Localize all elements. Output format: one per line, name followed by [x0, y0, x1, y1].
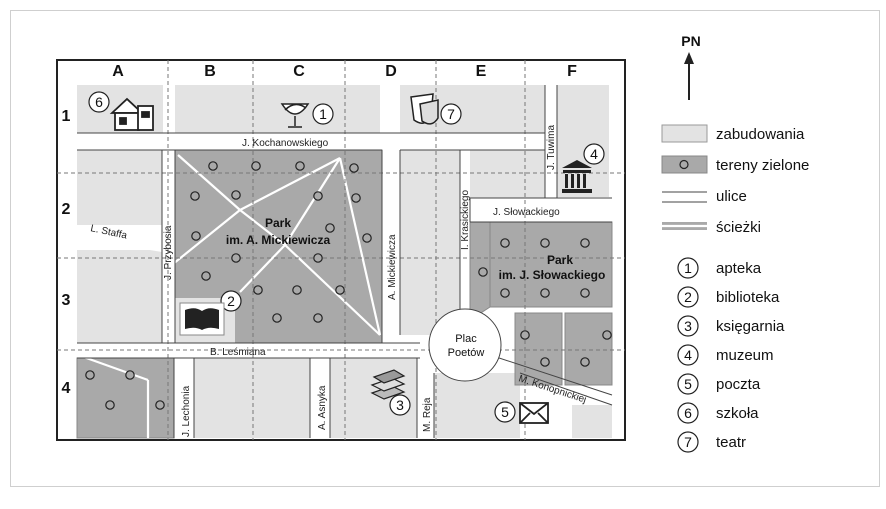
svg-text:5: 5 — [501, 404, 509, 420]
street-tuwima: J. Tuwima — [546, 125, 557, 170]
legend-tree-icon — [679, 159, 689, 170]
svg-text:6: 6 — [684, 405, 692, 421]
legend-street-label: ulice — [716, 188, 747, 205]
legend-street-swatch — [662, 191, 707, 203]
book-icon — [179, 302, 225, 336]
legend-place-1: 1 apteka — [677, 257, 762, 279]
street-mickiewicza: A. Mickiewicza — [387, 234, 398, 300]
svg-text:4: 4 — [590, 146, 598, 162]
svg-text:szkoła: szkoła — [716, 405, 759, 422]
park-slowackiego-name-2: im. J. Słowackiego — [499, 268, 606, 282]
marker-apteka: 1 — [312, 103, 334, 125]
marker-szkola: 6 — [88, 91, 110, 113]
col-label-d: D — [385, 63, 397, 80]
square-name-1: Plac — [455, 333, 477, 345]
svg-text:6: 6 — [95, 94, 103, 110]
legend-place-5: 5 poczta — [677, 373, 761, 395]
city-map: A B C D E F 1 2 3 4 J. Kochanowskiego L.… — [56, 59, 626, 441]
svg-text:7: 7 — [684, 434, 692, 450]
col-label-a: A — [112, 63, 124, 80]
svg-text:1: 1 — [319, 106, 327, 122]
svg-text:poczta: poczta — [716, 376, 761, 393]
street-asnyka: A. Asnyka — [317, 385, 328, 430]
park-mickiewicza-name-2: im. A. Mickiewicza — [226, 233, 331, 247]
row-label-1: 1 — [62, 108, 71, 125]
street-przybosia: J. Przybosia — [163, 225, 174, 280]
street-slowackiego: J. Słowackiego — [493, 207, 560, 218]
legend: zabudowania tereny zielone ulice ścieżki… — [661, 124, 809, 453]
legend-place-2: 2 biblioteka — [677, 286, 780, 308]
street-lesmiana: B. Leśmiana — [210, 347, 266, 358]
legend-path-swatch — [662, 222, 707, 230]
legend-path-label: ścieżki — [716, 219, 761, 236]
svg-text:muzeum: muzeum — [716, 347, 774, 364]
school-icon — [109, 97, 154, 131]
svg-text:4: 4 — [684, 347, 692, 363]
street-edges — [77, 85, 613, 438]
svg-text:7: 7 — [447, 106, 455, 122]
park-slowackiego-name-1: Park — [547, 253, 573, 267]
legend-place-4: 4 muzeum — [677, 344, 774, 366]
plac-poetow — [428, 308, 502, 382]
svg-text:teatr: teatr — [716, 434, 746, 451]
legend-green-label: tereny zielone — [716, 157, 809, 174]
north-arrow-head-icon — [684, 52, 694, 64]
park-slowackiego — [489, 221, 613, 308]
svg-text:1: 1 — [684, 260, 692, 276]
museum-icon — [562, 160, 592, 193]
svg-text:3: 3 — [684, 318, 692, 334]
svg-text:biblioteka: biblioteka — [716, 289, 780, 306]
legend-place-7: 7 teatr — [677, 431, 746, 453]
svg-text:apteka: apteka — [716, 260, 762, 277]
books-stack-icon — [370, 369, 406, 400]
marker-muzeum: 4 — [583, 143, 605, 165]
marker-poczta: 5 — [494, 401, 516, 423]
north-label: PN — [681, 33, 700, 49]
col-label-e: E — [476, 63, 487, 80]
col-label-c: C — [293, 63, 305, 80]
street-lechonia: J. Lechonia — [181, 385, 192, 437]
svg-text:3: 3 — [396, 397, 404, 413]
col-label-b: B — [204, 63, 216, 80]
marker-teatr: 7 — [440, 103, 462, 125]
square-name-2: Poetów — [448, 347, 485, 359]
col-label-f: F — [567, 63, 577, 80]
legend-place-3: 3 księgarnia — [677, 315, 785, 337]
svg-text:2: 2 — [227, 293, 235, 309]
pharmacy-icon — [280, 103, 310, 128]
street-kochanowskiego: J. Kochanowskiego — [242, 138, 329, 149]
grid-lines — [57, 60, 625, 440]
row-label-3: 3 — [62, 292, 71, 309]
theatre-masks-icon — [410, 93, 439, 125]
north-arrow: PN — [681, 33, 701, 100]
row-label-4: 4 — [62, 380, 71, 397]
svg-text:księgarnia: księgarnia — [716, 318, 785, 335]
park-mickiewicza-name-1: Park — [265, 216, 291, 230]
svg-text:2: 2 — [684, 289, 692, 305]
marker-ksiegarnia: 3 — [389, 394, 411, 416]
marker-biblioteka: 2 — [220, 290, 242, 312]
envelope-icon — [519, 402, 549, 424]
svg-text:5: 5 — [684, 376, 692, 392]
street-reja: M. Reja — [422, 397, 433, 432]
row-label-2: 2 — [62, 201, 71, 218]
legend-built-swatch — [661, 124, 708, 143]
legend-built-label: zabudowania — [716, 126, 805, 143]
legend-place-6: 6 szkoła — [677, 402, 759, 424]
street-krasickiego: I. Krasickiego — [460, 190, 471, 250]
